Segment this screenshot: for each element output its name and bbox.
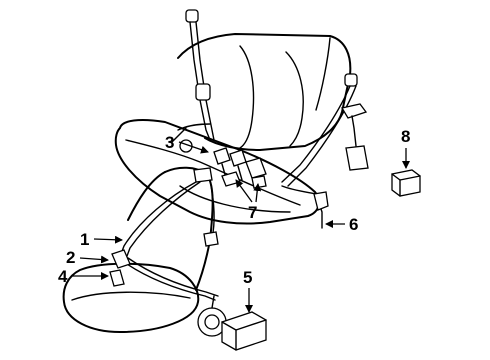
- callout-5: 5: [243, 268, 253, 313]
- retractor-module: [221, 311, 267, 351]
- callout-6: 6: [325, 215, 358, 234]
- rear-left-belt: [171, 9, 215, 153]
- trim-cover-part: [391, 169, 421, 197]
- callout-2: 2: [66, 248, 109, 267]
- front-seat: [62, 166, 214, 333]
- rear-right-belt: [281, 73, 369, 229]
- callout-6-label: 6: [349, 215, 358, 234]
- callout-8-label: 8: [401, 127, 410, 146]
- callout-2-label: 2: [66, 248, 75, 267]
- callout-3-label: 3: [165, 133, 174, 152]
- callout-4-label: 4: [58, 267, 68, 286]
- callout-8: 8: [401, 127, 410, 169]
- callout-1-label: 1: [80, 230, 89, 249]
- callout-5-label: 5: [243, 268, 252, 287]
- callout-7-label: 7: [248, 203, 257, 222]
- callout-3: 3: [165, 133, 209, 154]
- callout-4: 4: [58, 267, 109, 286]
- front-belt: [109, 167, 227, 337]
- center-buckles: [213, 147, 267, 189]
- callout-7: 7: [235, 179, 262, 222]
- callout-1: 1: [80, 230, 123, 249]
